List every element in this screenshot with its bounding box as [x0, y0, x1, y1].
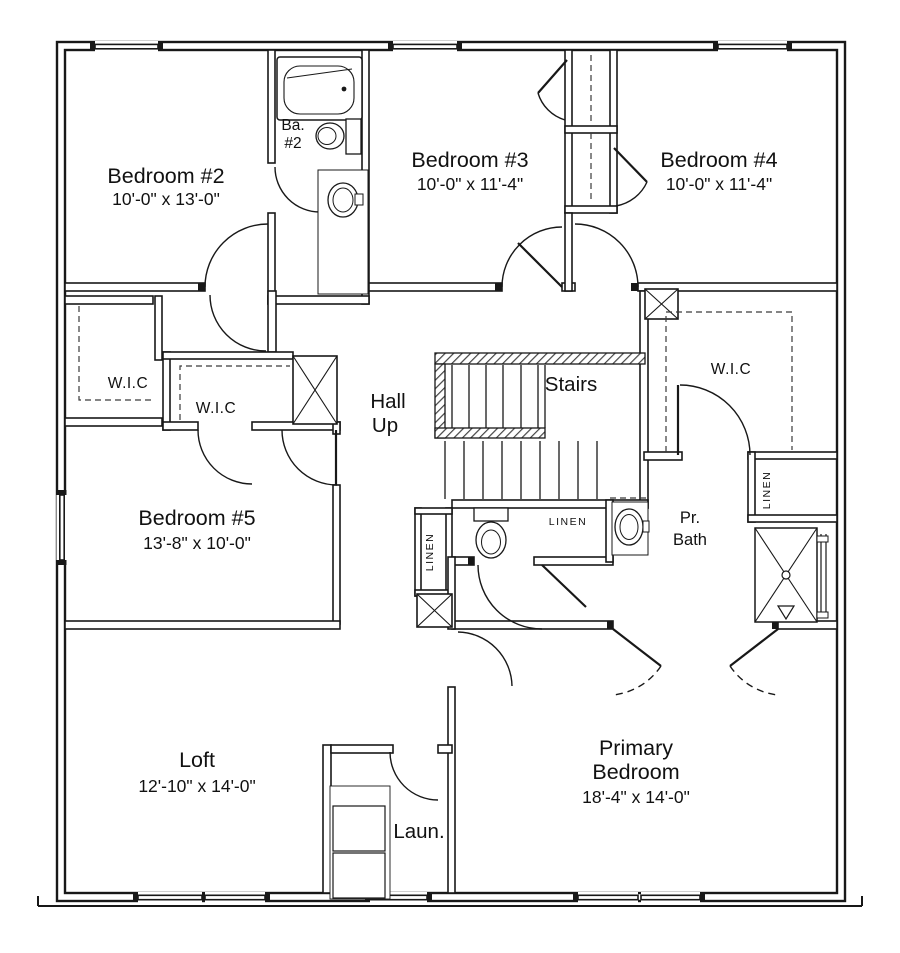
bedroom3-label: Bedroom #3 — [411, 148, 528, 172]
stairs-label: Stairs — [545, 373, 597, 396]
fixtures — [276, 56, 829, 900]
bathtub-icon — [276, 56, 363, 121]
bedroom3-dims: 10'-0" x 11'-4" — [417, 174, 523, 194]
chase-box — [292, 355, 338, 425]
primary-bedroom-dims: 18'-4" x 14'-0" — [582, 787, 690, 807]
door-arc — [274, 166, 321, 213]
window — [388, 41, 462, 52]
door-arc — [477, 564, 543, 630]
closet-door-leaf — [537, 59, 568, 94]
shower-icon — [754, 527, 829, 623]
closet-rod-line — [665, 311, 793, 452]
primary-bath-label: Bath — [673, 531, 707, 549]
door-arc — [679, 384, 751, 456]
door-leaf — [729, 628, 779, 667]
window — [133, 892, 207, 903]
chase-boxes — [292, 288, 679, 628]
window — [90, 41, 163, 52]
linen-hall-label: LINEN — [424, 533, 436, 571]
shower-door — [820, 534, 827, 618]
bath2-label: Ba. — [281, 117, 304, 134]
loft-dims: 12'-10" x 14'-0" — [138, 776, 255, 796]
closet-door-leaf — [613, 147, 648, 183]
stair-treads-upper — [451, 365, 546, 428]
room-labels: Bedroom #2 10'-0" x 13'-0" Ba. #2 Bedroo… — [107, 117, 777, 843]
loft-label: Loft — [179, 748, 215, 772]
door-arc — [574, 223, 639, 288]
door-leaf — [517, 242, 563, 288]
bedroom5-dims: 13'-8" x 10'-0" — [143, 533, 251, 553]
door-arc — [204, 223, 269, 288]
sink-icon — [611, 501, 650, 556]
window — [573, 892, 639, 903]
door-leaf — [541, 564, 587, 608]
stair-hatched-wall — [434, 352, 646, 365]
window — [56, 490, 67, 565]
door-arc — [537, 92, 566, 121]
primary-bedroom-label: Bedroom — [592, 760, 679, 784]
bedroom2-label: Bedroom #2 — [107, 164, 224, 188]
closet-rod-line — [78, 306, 152, 401]
wic-bedroom5-label: W.I.C — [196, 400, 236, 417]
wic-bedroom2-label: W.I.C — [108, 375, 148, 392]
stair-hatched-wall — [434, 427, 546, 439]
door-swing-dashed — [729, 665, 779, 696]
chase-box — [644, 288, 679, 320]
door-swing-dashed — [612, 665, 662, 696]
door-arc — [197, 429, 253, 485]
wic-primary-label: W.I.C — [711, 361, 751, 378]
stair-treads-lower — [444, 441, 598, 499]
stairwell — [434, 352, 646, 499]
bath2-label: #2 — [284, 135, 301, 152]
double-doors — [612, 628, 779, 696]
laundry-appliances — [329, 785, 391, 900]
closet-rod-line — [179, 365, 290, 420]
bedroom2-dims: 10'-0" x 13'-0" — [112, 189, 220, 209]
chase-box — [416, 593, 453, 628]
linen-bath-label: LINEN — [549, 516, 587, 528]
stair-hatched-wall — [434, 363, 446, 439]
windows — [56, 41, 792, 903]
door-arc — [389, 751, 439, 801]
laundry-label: Laun. — [393, 820, 444, 843]
washer-icon — [332, 805, 386, 852]
dryer-icon — [332, 852, 386, 899]
interior-walls — [64, 49, 838, 894]
hall-label: Up — [372, 414, 398, 437]
linen-primary-label: LINEN — [761, 471, 773, 509]
primary-bath-label: Pr. — [680, 509, 700, 527]
primary-bedroom-label: Primary — [599, 736, 673, 760]
toilet-icon — [315, 118, 362, 155]
sink-icon — [317, 169, 369, 295]
bedroom4-dims: 10'-0" x 11'-4" — [666, 174, 772, 194]
door-leaf — [612, 628, 662, 667]
door-arc — [209, 294, 267, 352]
bedroom4-label: Bedroom #4 — [660, 148, 777, 172]
door-arc — [457, 631, 513, 687]
window — [640, 892, 705, 903]
toilet-icon — [473, 507, 509, 559]
door-arc — [281, 429, 338, 486]
doors — [197, 59, 779, 801]
hall-label: Hall — [370, 390, 405, 413]
door-arc — [615, 181, 648, 207]
bedroom5-label: Bedroom #5 — [138, 506, 255, 530]
window — [713, 41, 792, 52]
window — [204, 892, 270, 903]
